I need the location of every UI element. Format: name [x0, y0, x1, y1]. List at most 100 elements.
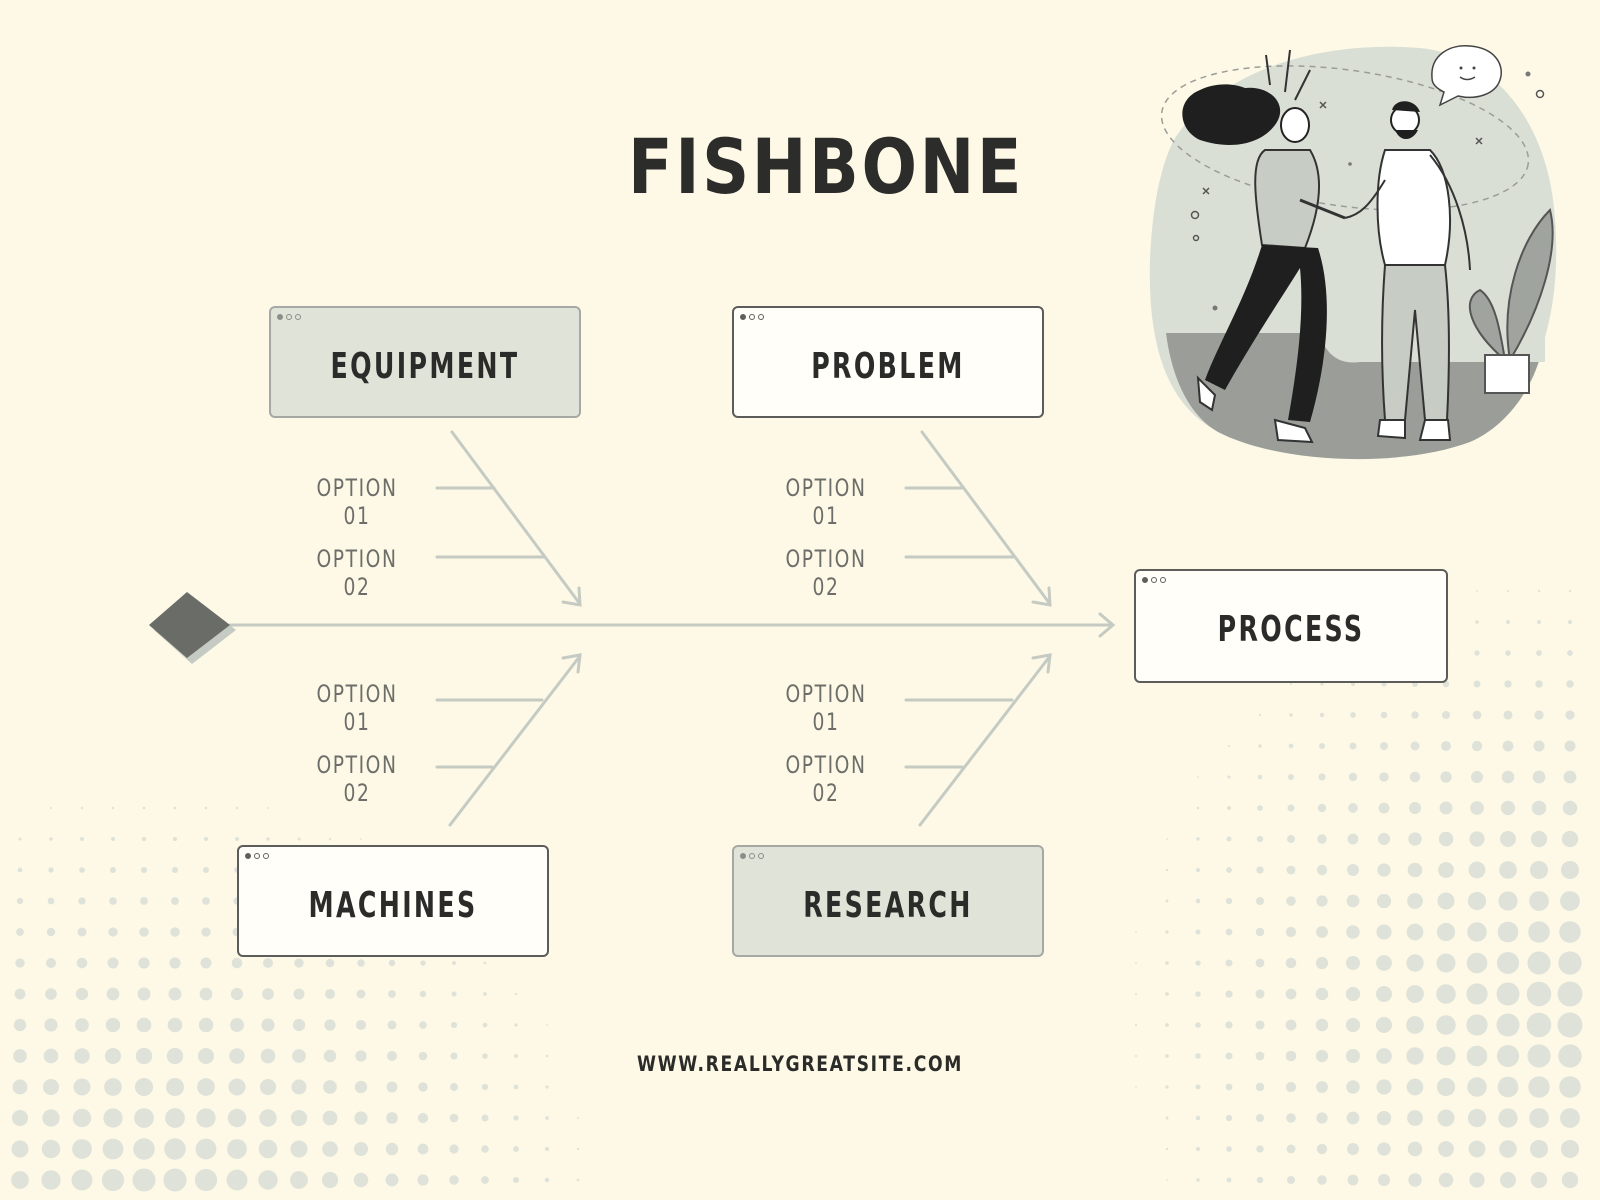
halftone-dot [1316, 864, 1328, 876]
arrowhead-machines [561, 653, 582, 674]
halftone-dot [1225, 928, 1233, 936]
halftone-dot [1376, 955, 1392, 971]
halftone-dot [201, 927, 211, 937]
halftone-dot [41, 1170, 61, 1190]
halftone-dot [1566, 680, 1574, 688]
halftone-dot [1380, 711, 1388, 719]
option-label: OPTION 01 [316, 680, 398, 736]
halftone-dot [104, 1078, 122, 1096]
halftone-dot [1410, 741, 1420, 751]
halftone-dot [1286, 896, 1296, 906]
halftone-dot [1165, 961, 1169, 965]
option-label: OPTION 01 [316, 474, 398, 530]
halftone-dot [1526, 981, 1552, 1007]
halftone-dot [1504, 680, 1512, 688]
arrowhead-problem [1031, 586, 1052, 607]
halftone-dot [1255, 927, 1265, 937]
halftone-dot [1225, 1083, 1233, 1091]
halftone-dot [1226, 1177, 1232, 1183]
halftone-dot [1441, 741, 1451, 751]
halftone-dot [1135, 962, 1137, 964]
halftone-dot [203, 867, 209, 873]
halftone-dot [1286, 1113, 1296, 1123]
halftone-dot [1567, 650, 1573, 656]
halftone-dot [1346, 1080, 1360, 1094]
halftone-dot [544, 1146, 550, 1152]
halftone-dot [45, 957, 57, 969]
halftone-dot [1469, 831, 1485, 847]
halftone-dot [1440, 771, 1452, 783]
halftone-dot [202, 897, 210, 905]
halftone-dot [1135, 1055, 1137, 1057]
halftone-dot [76, 957, 88, 969]
halftone-dot [140, 897, 148, 905]
halftone-dot [1498, 891, 1518, 911]
halftone-dot [1258, 744, 1262, 748]
halftone-dot [165, 1108, 185, 1128]
halftone-dot [1315, 1049, 1329, 1063]
halftone-dot [1288, 774, 1294, 780]
halftone-dot [1537, 589, 1541, 593]
halftone-dot [133, 1138, 155, 1160]
halftone-dot [513, 1053, 519, 1059]
halftone-dot [1436, 922, 1456, 942]
halftone-dot [1467, 922, 1487, 942]
window-dots-icon [740, 853, 764, 859]
halftone-dot [230, 987, 244, 1001]
halftone-dot [292, 1049, 306, 1063]
halftone-dot [513, 1084, 519, 1090]
halftone-dot [1558, 951, 1582, 975]
head-box-process: PROCESS [1134, 569, 1448, 683]
halftone-dot [1528, 1076, 1550, 1098]
halftone-dot [13, 1049, 27, 1063]
halftone-dot [107, 957, 119, 969]
halftone-dot [481, 1114, 489, 1122]
halftone-dot [1438, 862, 1454, 878]
halftone-dot [385, 1142, 399, 1156]
halftone-dot [1379, 772, 1389, 782]
halftone-dot [1346, 925, 1360, 939]
halftone-dot [387, 1051, 397, 1061]
halftone-dot [1559, 1076, 1581, 1098]
halftone-dot [194, 1168, 218, 1192]
halftone-dot [1438, 1172, 1454, 1188]
halftone-dot [1226, 867, 1232, 873]
halftone-dot [1564, 740, 1576, 752]
halftone-dot [170, 927, 180, 937]
halftone-dot [1471, 740, 1483, 752]
halftone-dot [1375, 1016, 1393, 1034]
halftone-dot [324, 1019, 336, 1031]
halftone-dot [290, 1109, 308, 1127]
halftone-dot [1377, 832, 1391, 846]
halftone-dot [1375, 985, 1393, 1003]
halftone-dot [1255, 989, 1265, 999]
fish-tail-diamond [149, 592, 236, 664]
halftone-dot [142, 806, 146, 810]
halftone-dot [1286, 1175, 1296, 1185]
halftone-dot [1438, 831, 1454, 847]
bone-machines [448, 654, 582, 827]
halftone-dot [197, 1047, 215, 1065]
halftone-dot [1225, 1052, 1233, 1060]
halftone-dot [105, 1017, 121, 1033]
halftone-dot [1376, 924, 1392, 940]
halftone-dot [75, 987, 89, 1001]
halftone-dot [50, 807, 52, 809]
halftone-dot [42, 1109, 60, 1127]
category-label: EQUIPMENT [330, 346, 520, 387]
halftone-dot [16, 897, 24, 905]
halftone-dot [101, 1168, 125, 1192]
halftone-dot [1441, 710, 1451, 720]
halftone-dot [1166, 1179, 1168, 1181]
halftone-dot [1134, 992, 1138, 996]
halftone-dot [134, 1108, 154, 1128]
halftone-dot [1503, 710, 1513, 720]
halftone-dot [1225, 990, 1233, 998]
halftone-dot [417, 1112, 429, 1124]
halftone-dot [353, 1172, 369, 1188]
halftone-dot [262, 957, 274, 969]
halftone-dot [292, 1018, 306, 1032]
halftone-dot [512, 1176, 520, 1184]
halftone-dot [1225, 1114, 1233, 1122]
halftone-dot [1531, 800, 1547, 816]
